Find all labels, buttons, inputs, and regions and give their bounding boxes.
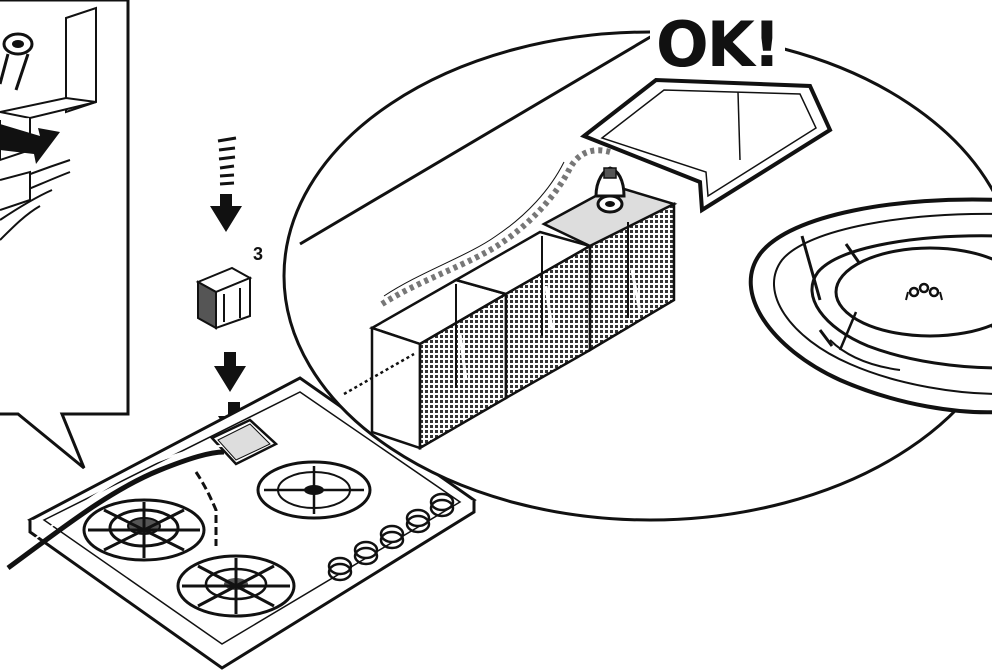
detail-callout — [0, 0, 130, 470]
burner-right — [256, 460, 372, 520]
knob — [379, 524, 405, 550]
down-arrow-icon — [210, 194, 242, 232]
cooktop — [6, 376, 477, 670]
fan-housing — [748, 197, 992, 415]
filter-cartridge — [452, 230, 594, 401]
step-number: 3 — [253, 244, 264, 264]
knob — [327, 556, 353, 582]
down-arrow-icon — [214, 352, 246, 392]
filter-row — [343, 166, 678, 451]
hose — [6, 445, 225, 571]
knob — [429, 492, 455, 518]
control-knobs — [327, 492, 455, 582]
insertion-sequence — [195, 136, 253, 442]
knob — [353, 540, 379, 566]
knob — [405, 508, 431, 534]
insert-arrow-icon — [0, 124, 60, 164]
hose-clamp-icon — [0, 32, 34, 91]
burner-front — [176, 554, 296, 618]
filter-cartridge-icon — [195, 266, 253, 330]
vent-outlet — [580, 77, 833, 214]
burner-back-left — [82, 498, 206, 562]
filter-cartridge — [541, 184, 678, 353]
ok-label: OK! — [650, 14, 786, 76]
magnified-view — [282, 30, 992, 522]
brand-logo-icon — [905, 282, 943, 301]
hose-clamp-icon — [594, 166, 626, 214]
